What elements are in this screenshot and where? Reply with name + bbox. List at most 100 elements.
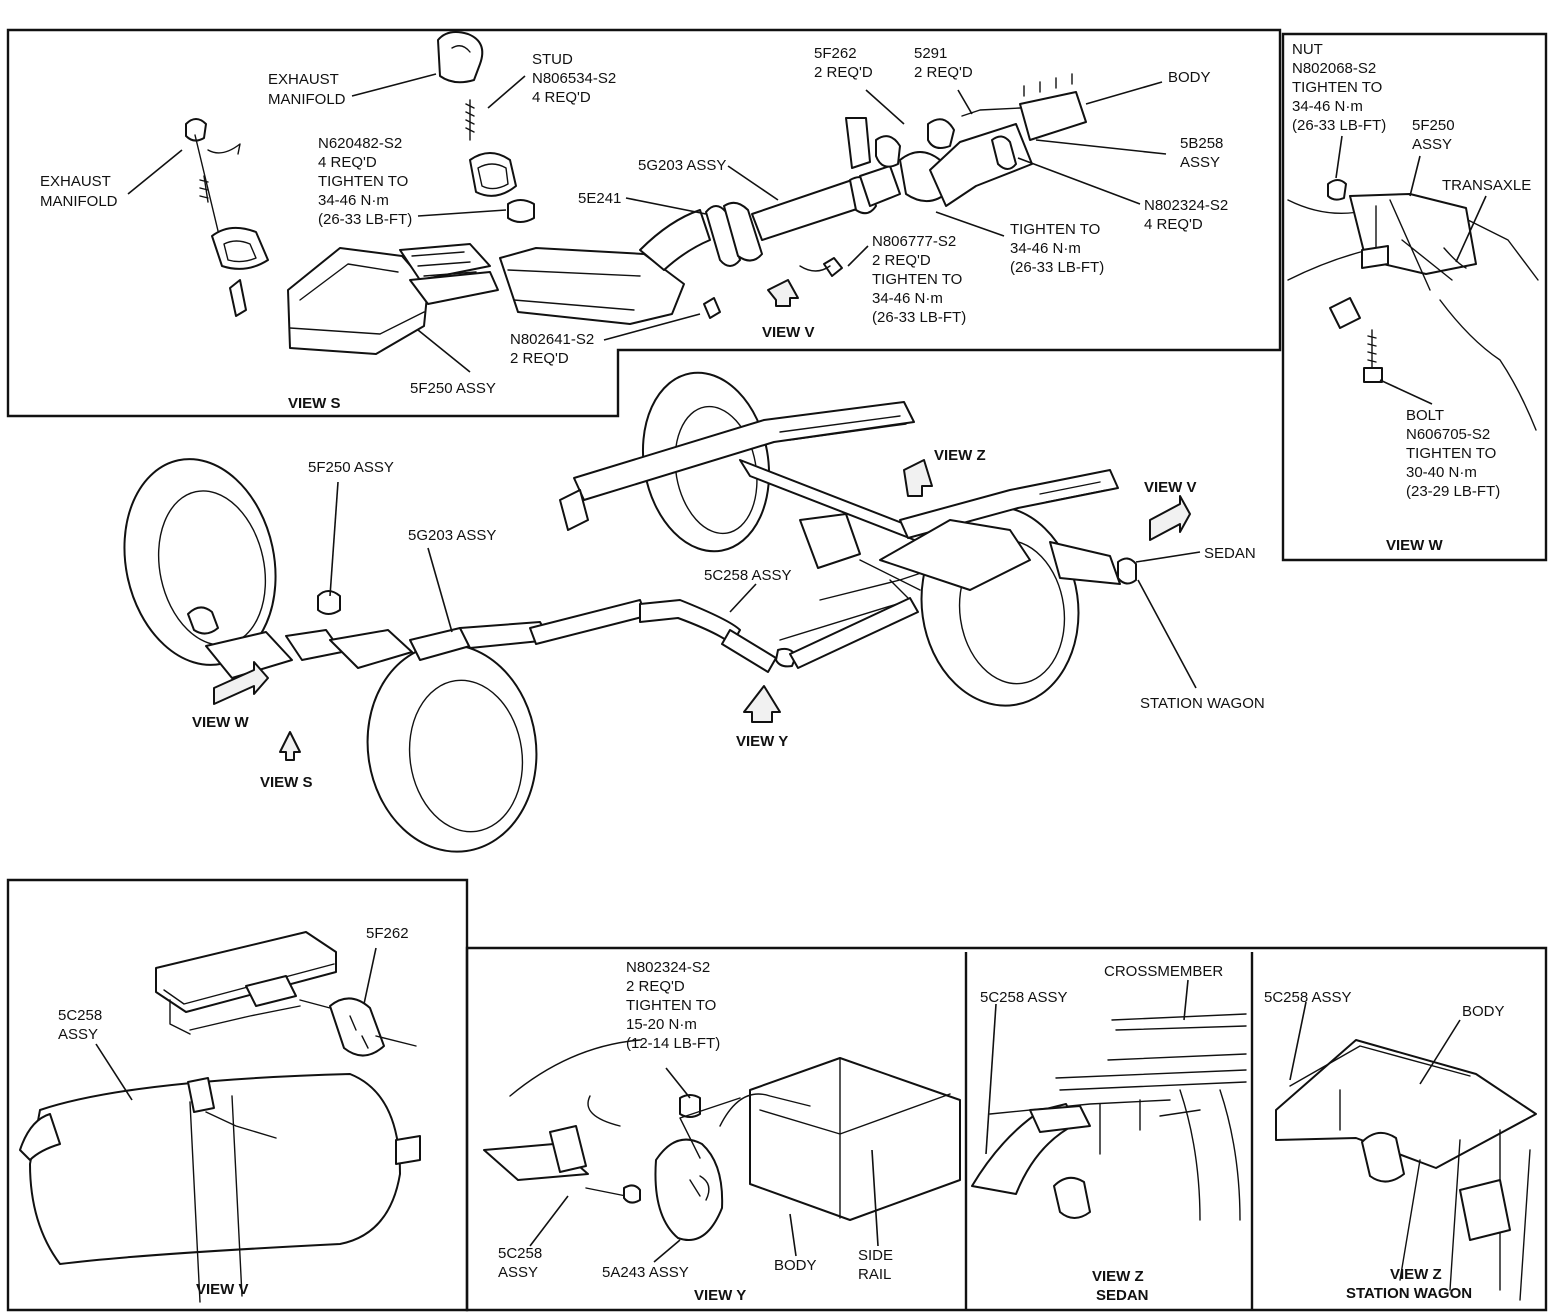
label-y-bolt-3: TIGHTEN TO [626, 997, 716, 1014]
rear-axle [879, 519, 1031, 591]
label-view-v-arrow: VIEW V [762, 324, 815, 341]
label-w-nut-1: NUT [1292, 41, 1323, 58]
svg-text:N802641-S22 REQ'D: N802641-S22 REQ'D [510, 331, 594, 367]
label-stud-3: 4 REQ'D [532, 89, 591, 106]
label-main-5c258: 5C258 ASSY [704, 567, 792, 584]
label-5b258-2: ASSY [1180, 154, 1220, 171]
tailpipe [1049, 541, 1121, 585]
view-s-arrow-main [279, 731, 301, 761]
label-y-bolt-1: N802324-S2 [626, 959, 710, 976]
label-manifold-top-2: MANIFOLD [268, 91, 346, 108]
label-zw-5c258: 5C258 ASSY [1264, 989, 1352, 1006]
label-w-nut-2: N802068-S2 [1292, 60, 1376, 77]
label-y-5c258-2: ASSY [498, 1264, 538, 1281]
insulator-wagon [1361, 1131, 1405, 1183]
label-y-bolt-4: 15-20 N·m [626, 1016, 697, 1033]
view-v-arrow [767, 279, 799, 307]
view-z-arrow-main [903, 459, 933, 497]
intermediate-pipe [529, 599, 647, 645]
front-flange [187, 606, 219, 635]
label-nut-3: TIGHTEN TO [318, 173, 408, 190]
catalytic-converter-right [499, 247, 685, 325]
label-manifold-left-1: EXHAUST [40, 173, 111, 190]
body-bracket-v [155, 931, 337, 1013]
title-view-y: VIEW Y [694, 1287, 746, 1304]
label-main-sedan: SEDAN [1204, 545, 1256, 562]
exhaust-manifold-left [185, 118, 207, 142]
label-main-view-z: VIEW Z [934, 447, 986, 464]
title-zs-2: SEDAN [1096, 1287, 1149, 1304]
frame-rail-upper [573, 401, 915, 501]
muffler-clamp [187, 1077, 215, 1113]
converter-front [205, 631, 293, 679]
label-w-nut-4: 34-46 N·m [1292, 98, 1363, 115]
gasket-5e241 [705, 205, 741, 267]
label-y-5a243: 5A243 ASSY [602, 1264, 689, 1281]
main-labels: 5F250 ASSY 5G203 ASSY 5C258 ASSY VIEW Z … [192, 447, 1265, 791]
view-y-drawing [483, 1039, 961, 1263]
nut-n802068 [1327, 179, 1347, 201]
nut-n620482 [507, 199, 535, 223]
view-v-arrow-main [1149, 495, 1191, 541]
label-nut-4: 34-46 N·m [318, 192, 389, 209]
label-n802324-2: 4 REQ'D [1144, 216, 1203, 233]
label-n806777-5: (26-33 LB-FT) [872, 309, 966, 326]
label-transaxle: TRANSAXLE [1442, 177, 1531, 194]
bolt-n806777 [823, 257, 843, 277]
view-z-wagon-drawing [1275, 1001, 1537, 1301]
insulator-v [329, 997, 385, 1057]
insulator-5f262 [927, 118, 955, 149]
label-stud-1: STUD [532, 51, 573, 68]
label-crossmember: CROSSMEMBER [1104, 963, 1223, 980]
title-view-v: VIEW V [196, 1281, 249, 1298]
label-body-top: BODY [1168, 69, 1211, 86]
label-n806777-2: 2 REQ'D [872, 252, 931, 269]
label-y-body: BODY [774, 1257, 817, 1274]
label-w-bolt-5: (23-29 LB-FT) [1406, 483, 1500, 500]
label-bolt-lower-1: N802641-S2 [510, 331, 594, 348]
label-main-5g203: 5G203 ASSY [408, 527, 496, 544]
crossmember-lines [1107, 1013, 1247, 1061]
label-nut-2: 4 REQ'D [318, 154, 377, 171]
label-v-5f262: 5F262 [366, 925, 409, 942]
title-view-w: VIEW W [1386, 537, 1444, 554]
label-torque-1: TIGHTEN TO [1010, 221, 1100, 238]
svg-text:N802324-S24 REQ'D: N802324-S24 REQ'D [1144, 197, 1228, 233]
label-w-bolt-2: N606705-S2 [1406, 426, 1490, 443]
label-stud-2: N806534-S2 [532, 70, 616, 87]
label-n806777-3: TIGHTEN TO [872, 271, 962, 288]
view-v-drawing [19, 931, 421, 1303]
label-v-5c258-1: 5C258 [58, 1007, 102, 1024]
label-5g203-top: 5G203 ASSY [638, 157, 726, 174]
hanger-plate [845, 117, 871, 169]
label-w-bolt-3: TIGHTEN TO [1406, 445, 1496, 462]
label-5f250-top: 5F250 ASSY [410, 380, 496, 397]
label-y-bolt-2: 2 REQ'D [626, 978, 685, 995]
label-nut-5: (26-33 LB-FT) [318, 211, 412, 228]
view-s-drawing [127, 31, 1167, 373]
label-main-view-w: VIEW W [192, 714, 250, 731]
label-y-rail-2: RAIL [858, 1266, 891, 1283]
stud-part [465, 99, 475, 141]
insulator-5a243 [654, 1138, 724, 1241]
label-5e241: 5E241 [578, 190, 621, 207]
flange-left [211, 226, 269, 270]
pipe-5g203 [751, 179, 867, 241]
